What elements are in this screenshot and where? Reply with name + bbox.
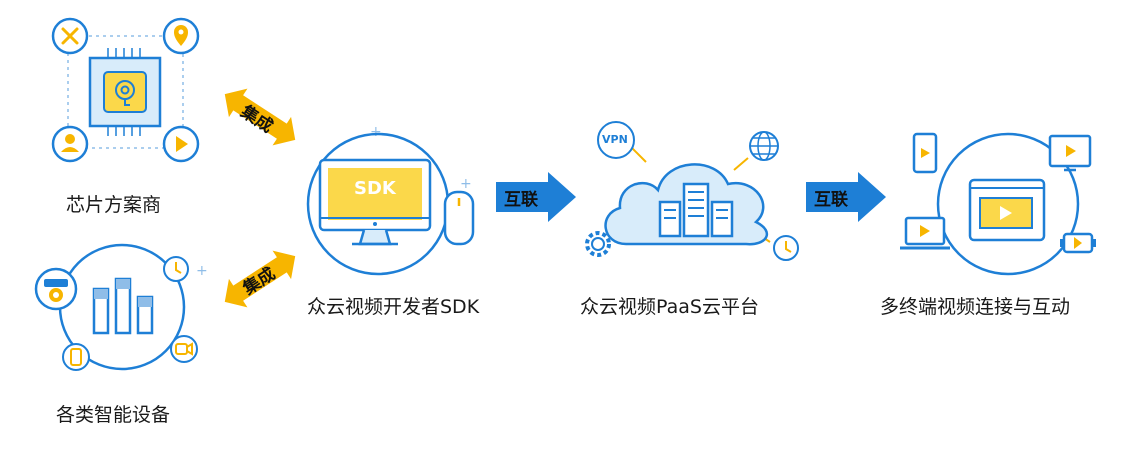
terminals-label: 多终端视频连接与互动 [880,296,1071,318]
globe-icon [749,131,779,161]
chip-vendor-illustration [51,17,200,163]
phone-icon [912,132,938,174]
paas-node: VPN [580,118,805,278]
sdk-node: + + SDK [300,118,490,288]
monitor-icon [1048,134,1092,172]
location-pin-icon [162,17,200,55]
terminals-illustration [900,132,1096,276]
chip-vendor-node [38,8,213,178]
clock-icon [163,256,189,282]
smart-devices-node: + [30,243,220,385]
svg-text:+: + [370,124,382,140]
interconnect-arrow-2: 互联 [806,172,888,222]
vpn-text: VPN [602,133,628,146]
integrate-arrow-top: 集成 [214,86,306,148]
monitor-icon [318,158,432,246]
server-icon [658,182,734,238]
tablet-icon [968,178,1046,242]
clock-icon [773,235,799,261]
tools-icon [51,17,89,55]
video-camera-icon [170,335,198,363]
camera-icon [34,267,78,311]
terminals-node [900,118,1100,283]
sdk-illustration: + + [306,124,475,276]
interconnect-label-2: 互联 [814,190,848,210]
paas-illustration [585,121,799,261]
smart-devices-label: 各类智能设备 [56,404,171,426]
gear-icon [585,231,611,257]
svg-text:+: + [196,263,208,279]
bar-chart-icon [92,277,154,335]
interconnect-label-1: 互联 [504,190,538,210]
sdk-label: 众云视频开发者SDK [307,296,480,318]
play-icon [162,125,200,163]
battery-icon [1060,232,1096,254]
svg-text:+: + [460,176,472,192]
phone-icon [62,343,90,371]
vpn-badge-icon [597,121,635,159]
integrate-arrow-bottom: 集成 [214,248,306,310]
logo-icon [115,80,135,106]
mouse-icon [443,190,475,246]
laptop-icon [900,216,950,250]
paas-label: 众云视频PaaS云平台 [580,296,759,318]
sdk-screen-text: SDK [354,178,396,199]
user-icon [51,125,89,163]
interconnect-arrow-1: 互联 [496,172,578,222]
chip-vendor-label: 芯片方案商 [66,194,162,216]
smart-devices-illustration: + [34,243,208,371]
